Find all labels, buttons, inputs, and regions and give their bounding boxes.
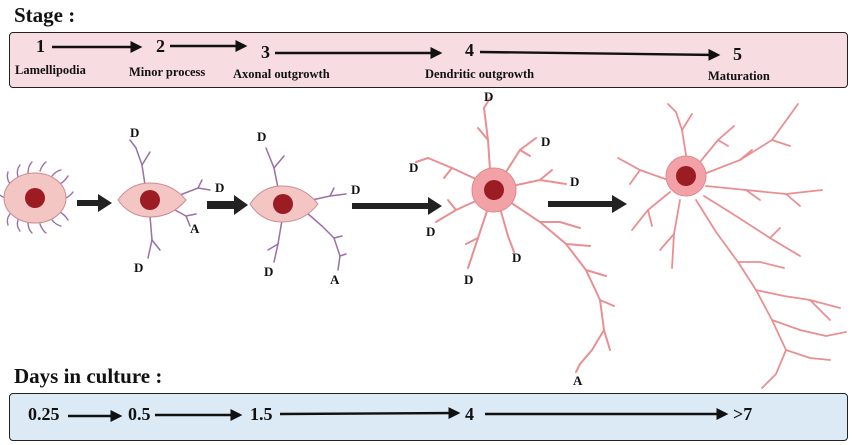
neuron-stage-5 [617,103,847,389]
neuron-labels: D D A D D D D A D D D D D D D A [130,89,583,388]
day-value-1: 0.25 [28,404,60,424]
days-arrow-3 [279,407,461,420]
dendrite-label: D [426,224,435,239]
neuron-stage-3 [249,147,347,271]
stage-5-label: Maturation [708,69,770,83]
neuron-stage-2 [117,139,211,259]
day-value-2: 0.5 [128,404,151,424]
stage-2-label: Minor process [129,65,206,79]
dendrite-label: D [464,272,473,287]
stage-panel [9,32,848,88]
stage-5-number: 5 [733,44,742,64]
stage-2-number: 2 [156,36,165,56]
axon-label: A [573,373,583,388]
dendrite-label: D [351,182,360,197]
transition-arrow-3 [352,197,442,215]
stage-3-label: Axonal outgrowth [233,67,330,81]
stage-arrow-4 [479,48,721,61]
axon-label: A [190,221,200,236]
day-value-3: 1.5 [250,404,273,424]
transition-arrows [77,194,627,215]
dendrite-label: D [215,180,224,195]
stage-1-label: Lamellipodia [15,63,86,77]
dendrite-label: D [134,260,143,275]
day-value-5: >7 [733,404,753,424]
neuron-stage-4 [415,97,615,373]
dendrite-label: D [264,264,273,279]
dendrite-label: D [409,160,418,175]
dendrite-label: D [570,174,579,189]
days-panel [9,393,848,441]
day-value-4: 4 [465,404,474,424]
stage-3-number: 3 [261,42,270,62]
stage-1-number: 1 [36,36,45,56]
transition-arrow-4 [548,195,627,213]
dendrite-label: D [512,250,521,265]
stage-4-number: 4 [465,40,474,60]
transition-arrow-2 [207,195,248,215]
stage-arrows [52,40,721,61]
stage-heading: Stage : [14,3,76,27]
dendrite-label: D [541,134,550,149]
dendrite-label: D [257,129,266,144]
transition-arrow-1 [77,194,112,212]
neuron-stage-1 [0,161,74,234]
days-heading: Days in culture : [14,364,163,388]
axon-label: A [330,272,340,287]
dendrite-label: D [484,89,493,104]
dendrite-label: D [130,125,139,140]
days-arrows [68,407,729,422]
stage-4-label: Dendritic outgrowth [425,67,535,81]
